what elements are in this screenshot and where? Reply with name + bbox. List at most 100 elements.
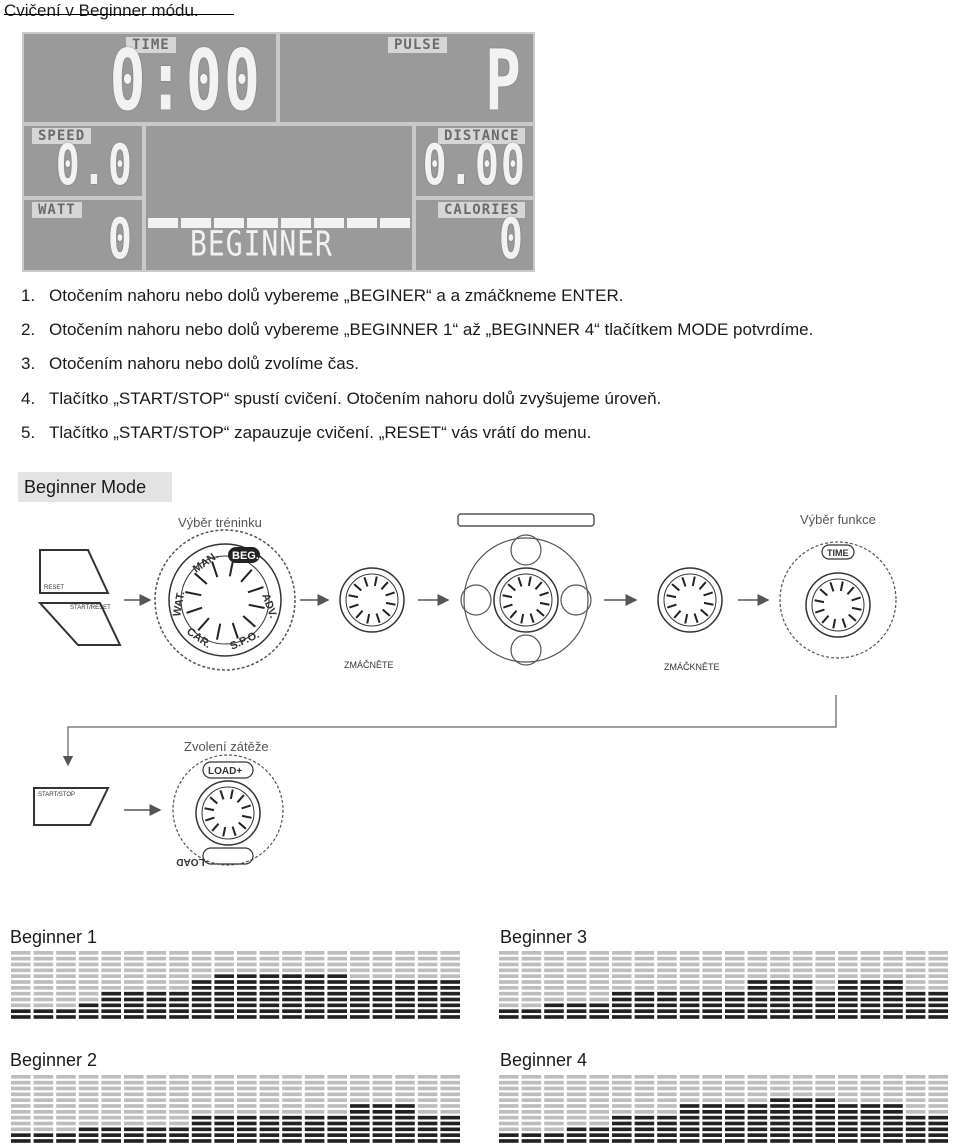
profile-segment (792, 1009, 813, 1013)
profile-segment (883, 1127, 903, 1132)
profile-segment (725, 1075, 745, 1079)
profile-segment (124, 974, 144, 978)
profile-segment (860, 1121, 881, 1126)
profile-segment (612, 974, 632, 978)
profile-segment (372, 1115, 393, 1120)
profile-segment (237, 1115, 257, 1120)
profile-segment (544, 1139, 564, 1143)
dial-tick (666, 594, 677, 599)
profile-segment (747, 1133, 768, 1137)
profile-segment (702, 962, 722, 967)
profile-segment (589, 974, 609, 978)
profile-segment (350, 980, 370, 984)
profile-segment (566, 1092, 587, 1097)
start-stop-button-label: START/STOP (38, 792, 75, 798)
dial-tick (248, 603, 265, 610)
orbit-ring (463, 537, 589, 663)
profile-segment (883, 956, 903, 961)
profile-segment (725, 1104, 745, 1108)
profile-segment (725, 956, 745, 961)
profile-segment (566, 1098, 587, 1102)
training-ring (154, 529, 296, 671)
profile-segment (56, 986, 76, 990)
profile-segment (589, 1110, 609, 1114)
training-dial-ring (168, 543, 282, 657)
profile-segment (566, 980, 587, 984)
dial-tick (349, 603, 359, 609)
profile-segment (883, 997, 903, 1002)
profile-segment (883, 1080, 903, 1085)
profile-segment (350, 1075, 370, 1079)
profile-segment (725, 1015, 745, 1019)
profile-title-1: Beginner 1 (10, 927, 98, 947)
profile-segment (747, 968, 768, 973)
profile-segment (169, 1115, 189, 1120)
profile-segment (33, 1110, 54, 1114)
profile-segment (78, 991, 99, 996)
profile-segment (282, 1086, 302, 1091)
profile-segment (566, 1121, 587, 1126)
profile-segment (634, 968, 655, 973)
profile-segment (521, 974, 542, 978)
profile-segment (11, 986, 31, 990)
program-name: BEGINNER (190, 222, 333, 264)
dial-tick (228, 560, 235, 577)
profile-segment (657, 1121, 677, 1126)
profile-segment (521, 1092, 542, 1097)
load-select-label: Zvolení zátěže (184, 739, 269, 754)
profile-segment (634, 956, 655, 961)
profile-segment (679, 1098, 700, 1102)
profile-segment (928, 980, 948, 984)
profile-segment (101, 968, 121, 973)
profile-segment (33, 997, 54, 1002)
profile-segment (883, 991, 903, 996)
profile-segment (905, 1098, 926, 1102)
profile-segment (544, 1133, 564, 1137)
profile-segment (838, 962, 858, 967)
profile-segment (860, 1080, 881, 1085)
profile-segment (679, 1080, 700, 1085)
profile-segment (146, 997, 167, 1002)
profile-segment (440, 1075, 460, 1079)
profile-segment (770, 986, 790, 990)
profile-segment (860, 1015, 881, 1019)
profile-segment (78, 951, 99, 955)
profile-segment (78, 1104, 99, 1108)
profile-segment (237, 1086, 257, 1091)
profile-segment (78, 1075, 99, 1079)
profile-segment (282, 1092, 302, 1097)
time-badge (821, 544, 855, 560)
lcd-level-segment (148, 218, 179, 228)
training-select-label: Výběr tréninku (178, 515, 262, 530)
profile-segment (56, 1139, 76, 1143)
press-label-2: ZMÁČKNĚTE (664, 662, 720, 672)
profile-segment (395, 1098, 415, 1102)
profile-segment (169, 1080, 189, 1085)
profile-segment (237, 1121, 257, 1126)
lcd-level-segment (280, 218, 311, 228)
profile-segment (146, 968, 167, 973)
dial-tick (815, 608, 825, 614)
profile-segment (237, 956, 257, 961)
profile-segment (417, 1086, 438, 1091)
profile-segment (657, 951, 677, 955)
profile-segment (928, 956, 948, 961)
profile-segment (169, 1110, 189, 1114)
profile-segment (11, 1110, 31, 1114)
profile-segment (815, 956, 835, 961)
profile-segment (417, 951, 438, 955)
profile-segment (725, 1080, 745, 1085)
profile-segment (521, 1104, 542, 1108)
profile-segment (657, 1003, 677, 1008)
profile-segment (350, 1121, 370, 1126)
profile-segment (883, 1121, 903, 1126)
profile-segment (417, 980, 438, 984)
profile-segment (440, 956, 460, 961)
profile-segment (905, 1092, 926, 1097)
profile-segment (11, 1104, 31, 1108)
profile-segment (905, 1009, 926, 1013)
profile-segment (679, 980, 700, 984)
profile-segment (282, 1115, 302, 1120)
profile-segment (327, 1098, 347, 1102)
profile-segment (78, 1009, 99, 1013)
